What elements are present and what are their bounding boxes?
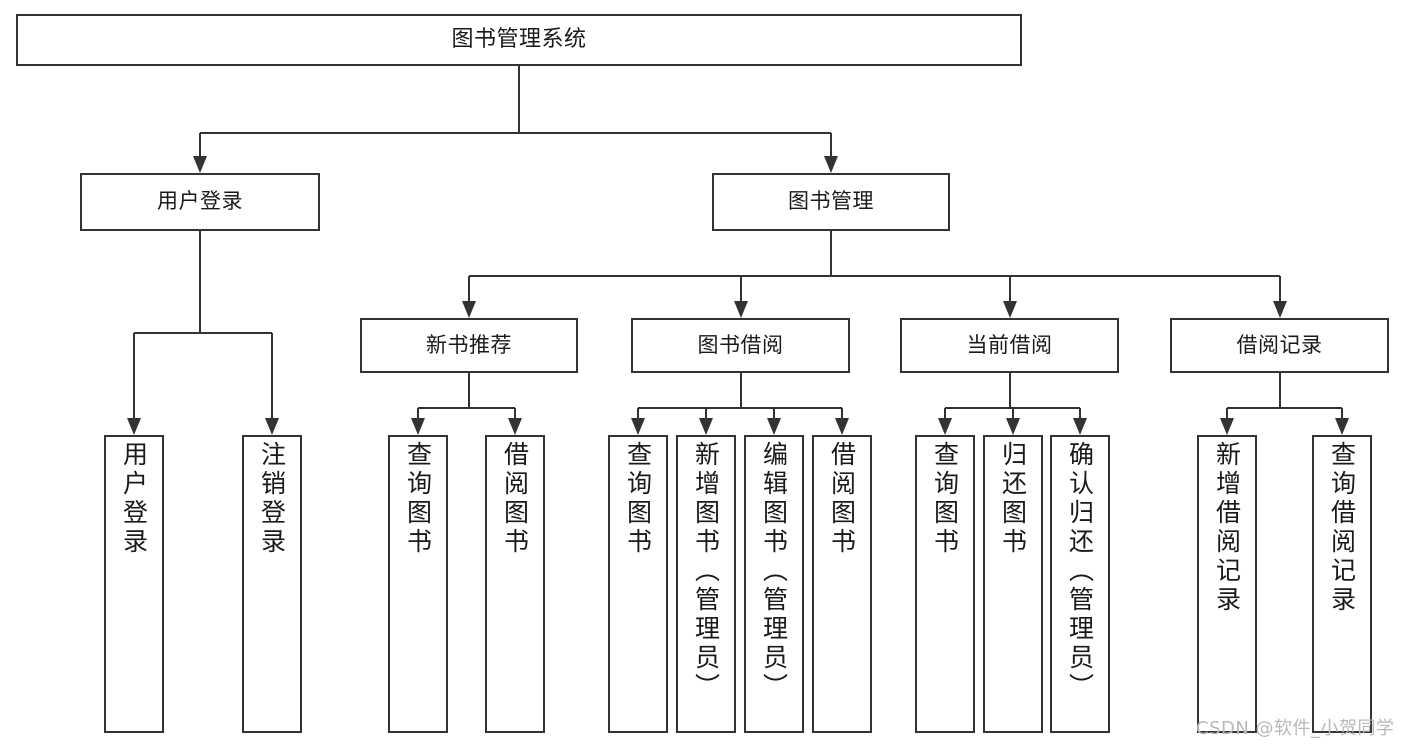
arrow-head-icon <box>127 418 141 435</box>
connector-line <box>200 132 831 134</box>
arrow-head-icon <box>631 418 645 435</box>
arrow-head-icon <box>193 156 207 173</box>
node-label: 借阅记录 <box>1236 332 1323 357</box>
connector-line <box>1278 373 1281 408</box>
arrow-head-icon <box>411 418 425 435</box>
node-borrow-record[interactable]: 借阅记录 <box>1170 318 1389 373</box>
connector-line <box>773 408 775 418</box>
connector-line <box>1008 276 1011 301</box>
connector-line <box>199 133 201 156</box>
node-current-borrow[interactable]: 当前借阅 <box>900 318 1119 373</box>
connector-line <box>468 373 470 408</box>
connector-line <box>944 408 946 418</box>
node-leaf-add-book[interactable]: 新增图书（管理员） <box>676 435 736 733</box>
node-root-system[interactable]: 图书管理系统 <box>16 14 1022 66</box>
node-label: 当前借阅 <box>966 332 1053 357</box>
connector-line <box>638 407 842 409</box>
node-new-book-recommend[interactable]: 新书推荐 <box>360 318 578 373</box>
arrow-head-icon <box>938 418 952 435</box>
connector-line <box>418 407 515 409</box>
connector-line <box>134 332 272 334</box>
connector-line <box>739 373 742 408</box>
connector-line <box>1226 408 1228 418</box>
node-leaf-query-book-rec[interactable]: 查询图书 <box>388 435 448 733</box>
node-user-login[interactable]: 用户登录 <box>80 173 320 231</box>
node-label: 新增借阅记录 <box>1212 441 1242 615</box>
node-leaf-logout-login[interactable]: 注销登录 <box>242 435 302 733</box>
node-label: 新增图书（管理员） <box>691 441 721 702</box>
connector-line <box>271 333 273 418</box>
connector-line <box>199 231 201 333</box>
node-leaf-borrow-book[interactable]: 借阅图书 <box>812 435 872 733</box>
node-label: 用户登录 <box>157 189 243 214</box>
connector-line <box>133 333 135 418</box>
node-label: 新书推荐 <box>426 332 512 357</box>
node-leaf-confirm-return[interactable]: 确认归还（管理员） <box>1050 435 1110 733</box>
arrow-head-icon <box>462 301 476 318</box>
node-book-borrow[interactable]: 图书借阅 <box>631 318 850 373</box>
connector-line <box>830 133 832 156</box>
node-label: 归还图书 <box>998 441 1028 557</box>
node-label: 查询借阅记录 <box>1327 441 1357 615</box>
node-leaf-borrow-book-rec[interactable]: 借阅图书 <box>485 435 545 733</box>
node-book-management[interactable]: 图书管理 <box>712 173 950 231</box>
connector-line <box>417 408 419 418</box>
connector-line <box>1012 408 1014 418</box>
node-label: 编辑图书（管理员） <box>759 441 789 702</box>
connector-line <box>518 66 520 133</box>
arrow-head-icon <box>265 418 279 435</box>
arrow-head-icon <box>1002 301 1017 318</box>
node-label: 注销登录 <box>257 441 287 557</box>
connector-line <box>469 275 1280 277</box>
arrow-head-icon <box>733 301 748 318</box>
node-leaf-add-borrow-record[interactable]: 新增借阅记录 <box>1197 435 1257 733</box>
node-leaf-query-book-current[interactable]: 查询图书 <box>915 435 975 733</box>
node-label: 图书管理 <box>788 189 874 214</box>
node-label: 确认归还（管理员） <box>1065 441 1095 702</box>
arrow-head-icon <box>1006 418 1020 435</box>
connector-line <box>841 408 843 418</box>
connector-line <box>637 408 639 418</box>
arrow-head-icon <box>1272 301 1287 318</box>
connector-line <box>1227 407 1342 409</box>
connector-line <box>739 276 742 301</box>
node-label: 查询图书 <box>623 441 653 557</box>
arrow-head-icon <box>1335 418 1349 435</box>
arrow-head-icon <box>824 156 838 173</box>
connector-line <box>1079 408 1081 418</box>
connector-line <box>1341 408 1343 418</box>
node-leaf-user-login[interactable]: 用户登录 <box>104 435 164 733</box>
node-leaf-query-borrow-record[interactable]: 查询借阅记录 <box>1312 435 1372 733</box>
node-label: 借阅图书 <box>827 441 857 557</box>
node-label: 查询图书 <box>930 441 960 557</box>
connector-line <box>830 231 832 276</box>
arrow-head-icon <box>1220 418 1234 435</box>
node-label: 用户登录 <box>119 441 149 557</box>
arrow-head-icon <box>699 418 713 435</box>
arrow-head-icon <box>767 418 781 435</box>
node-label: 图书管理系统 <box>451 26 587 52</box>
connector-line <box>468 276 470 301</box>
node-label: 图书借阅 <box>697 332 784 357</box>
node-label: 查询图书 <box>403 441 433 557</box>
node-label: 借阅图书 <box>500 441 530 557</box>
arrow-head-icon <box>508 418 522 435</box>
arrow-head-icon <box>1073 418 1087 435</box>
node-leaf-edit-book[interactable]: 编辑图书（管理员） <box>744 435 804 733</box>
connector-line <box>514 408 516 418</box>
node-leaf-return-book[interactable]: 归还图书 <box>983 435 1043 733</box>
arrow-head-icon <box>835 418 849 435</box>
connector-line <box>1008 373 1011 408</box>
connector-line <box>705 408 707 418</box>
connector-line <box>1278 276 1281 301</box>
node-leaf-query-book-borrow[interactable]: 查询图书 <box>608 435 668 733</box>
